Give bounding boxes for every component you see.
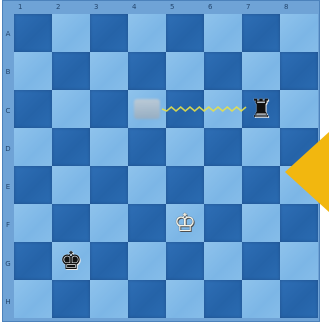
board-square-E5[interactable] <box>166 166 204 204</box>
board-square-G8[interactable] <box>280 242 318 280</box>
board-square-D5[interactable] <box>166 128 204 166</box>
board-square-C5[interactable] <box>166 90 204 128</box>
board-square-A7[interactable] <box>242 14 280 52</box>
file-label: 4 <box>128 1 166 13</box>
board-square-G6[interactable] <box>204 242 242 280</box>
board-square-G7[interactable] <box>242 242 280 280</box>
board-square-F2[interactable] <box>52 204 90 242</box>
board-square-F4[interactable] <box>128 204 166 242</box>
board-square-B4[interactable] <box>128 52 166 90</box>
board-square-H6[interactable] <box>204 280 242 318</box>
board-square-H7[interactable] <box>242 280 280 318</box>
board-square-B3[interactable] <box>90 52 128 90</box>
board-square-F7[interactable] <box>242 204 280 242</box>
board-square-E2[interactable] <box>52 166 90 204</box>
board-square-F1[interactable] <box>14 204 52 242</box>
board-square-E6[interactable] <box>204 166 242 204</box>
board-square-H2[interactable] <box>52 280 90 318</box>
board-square-D3[interactable] <box>90 128 128 166</box>
board-square-F3[interactable] <box>90 204 128 242</box>
rank-label: C <box>2 91 14 129</box>
board-square-D6[interactable] <box>204 128 242 166</box>
file-label: 8 <box>280 1 318 13</box>
file-labels: 1 2 3 4 5 6 7 8 <box>14 1 318 13</box>
arrow-left-icon[interactable] <box>285 132 329 212</box>
board-square-D2[interactable] <box>52 128 90 166</box>
board-square-A2[interactable] <box>52 14 90 52</box>
board-square-B2[interactable] <box>52 52 90 90</box>
rank-label: F <box>2 205 14 243</box>
rank-label: H <box>2 282 14 320</box>
rank-label: G <box>2 244 14 282</box>
board-square-H1[interactable] <box>14 280 52 318</box>
board-square-B6[interactable] <box>204 52 242 90</box>
file-label: 3 <box>90 1 128 13</box>
board-square-H3[interactable] <box>90 280 128 318</box>
rank-label: B <box>2 52 14 90</box>
board-square-C6[interactable] <box>204 90 242 128</box>
board-square-A5[interactable] <box>166 14 204 52</box>
board-square-G3[interactable] <box>90 242 128 280</box>
board-square-B8[interactable] <box>280 52 318 90</box>
board-square-E7[interactable] <box>242 166 280 204</box>
board-square-H4[interactable] <box>128 280 166 318</box>
board-square-C8[interactable] <box>280 90 318 128</box>
board-square-B1[interactable] <box>14 52 52 90</box>
rank-label: D <box>2 129 14 167</box>
file-label: 1 <box>14 1 52 13</box>
board-square-C2[interactable] <box>52 90 90 128</box>
white-king-icon[interactable]: ♔ <box>166 204 204 242</box>
board-square-A4[interactable] <box>128 14 166 52</box>
board-square-H8[interactable] <box>280 280 318 318</box>
rank-label: E <box>2 167 14 205</box>
rank-label: A <box>2 14 14 52</box>
board-square-B7[interactable] <box>242 52 280 90</box>
board-square-C1[interactable] <box>14 90 52 128</box>
board-square-A6[interactable] <box>204 14 242 52</box>
board-square-G4[interactable] <box>128 242 166 280</box>
file-label: 6 <box>204 1 242 13</box>
board-square-E1[interactable] <box>14 166 52 204</box>
board-square-A3[interactable] <box>90 14 128 52</box>
file-label: 7 <box>242 1 280 13</box>
black-rook-icon[interactable]: ♜ <box>242 90 280 128</box>
black-king-icon[interactable]: ♚ <box>52 242 90 280</box>
file-label: 5 <box>166 1 204 13</box>
board-square-G1[interactable] <box>14 242 52 280</box>
board-square-A1[interactable] <box>14 14 52 52</box>
board-square-E3[interactable] <box>90 166 128 204</box>
board-square-D7[interactable] <box>242 128 280 166</box>
rank-labels: A B C D E F G H <box>2 14 14 320</box>
move-origin-ghost <box>134 99 160 119</box>
file-label: 2 <box>52 1 90 13</box>
board-square-E4[interactable] <box>128 166 166 204</box>
board-square-C3[interactable] <box>90 90 128 128</box>
board-square-F6[interactable] <box>204 204 242 242</box>
board-square-H5[interactable] <box>166 280 204 318</box>
board-square-D4[interactable] <box>128 128 166 166</box>
board-square-A8[interactable] <box>280 14 318 52</box>
board-square-B5[interactable] <box>166 52 204 90</box>
board-square-D1[interactable] <box>14 128 52 166</box>
board-square-G5[interactable] <box>166 242 204 280</box>
